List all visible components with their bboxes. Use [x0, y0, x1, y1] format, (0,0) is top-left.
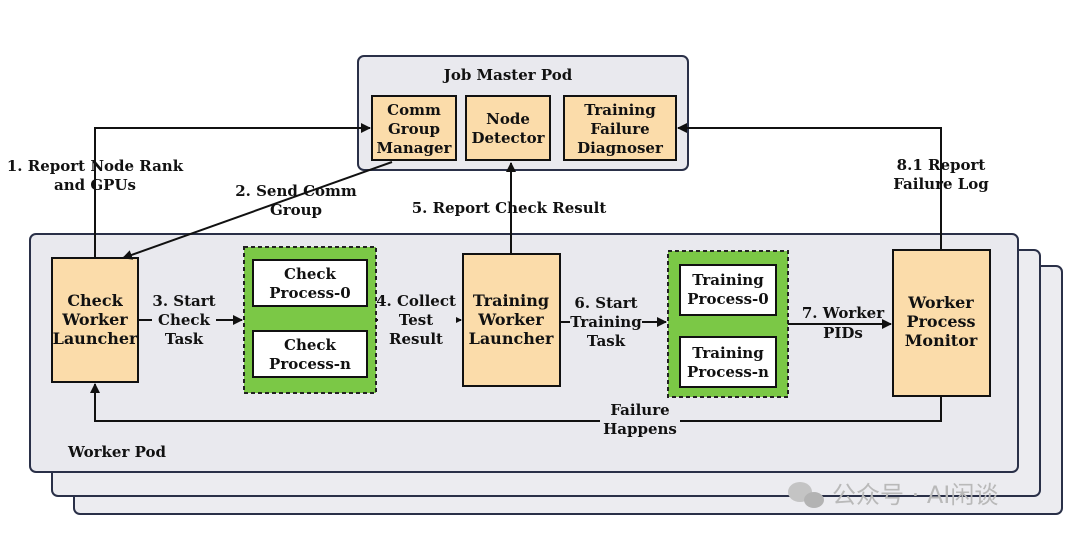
arrow-step2: [122, 161, 393, 260]
worker-process-monitor-line-3: Monitor: [905, 331, 978, 350]
training-failure-diagnoser-line-3: Diagnoser: [577, 139, 664, 157]
comm-group-manager-line-3: Manager: [377, 139, 453, 157]
worker-process-monitor-box: [892, 249, 991, 397]
comm-group-manager-line-1: Comm: [387, 101, 441, 119]
training-process-n-line-2: Process-n: [687, 363, 769, 381]
training-failure-diagnoser-line-1: Training: [584, 101, 656, 119]
node-detector-line-2: Detector: [472, 129, 546, 147]
label-step4-line-2: Test: [399, 311, 433, 329]
training-process-n-box: [679, 336, 777, 388]
label-step5: 5. Report Check Result: [412, 199, 607, 217]
label-step1-line-1: 1. Report Node Rank: [7, 157, 184, 175]
label-step81-line-1: 8.1 Report: [897, 156, 986, 174]
label-step6-bg: [570, 292, 642, 350]
job-master-pod-title: Job Master Pod: [442, 66, 573, 84]
worker-process-monitor-line-1: Worker: [907, 293, 974, 312]
label-step1-line-2: and GPUs: [54, 176, 136, 194]
node-detector-line-1: Node: [486, 110, 530, 128]
check-process-0-box: [252, 259, 368, 307]
node-detector-box: [465, 95, 551, 161]
training-process-0-line-1: Training: [692, 271, 764, 289]
label-step7-line-1: 7. Worker: [802, 304, 885, 322]
label-step3-line-2: Check: [158, 311, 211, 329]
training-worker-launcher-line-2: Worker: [477, 310, 544, 329]
label-step3-line-3: Task: [165, 330, 204, 348]
label-failure-bg: [600, 400, 680, 440]
label-step4-bg: [378, 290, 456, 348]
arrow-step1: [94, 123, 371, 258]
label-step4-line-3: Result: [389, 330, 443, 348]
training-process-0-box: [679, 264, 777, 316]
worker-process-monitor-line-2: Process: [906, 312, 975, 331]
label-step7-line-2: PIDs: [823, 324, 863, 342]
wechat-icon: [788, 482, 824, 508]
label-step2-line-1: 2. Send Comm: [235, 182, 357, 200]
watermark: 公众号 · AI闲谈: [832, 481, 998, 509]
arrow-step81: [677, 123, 942, 250]
check-process-0-line-2: Process-0: [269, 284, 350, 302]
check-process-n-box: [252, 330, 368, 378]
check-process-0-line-1: Check: [284, 265, 337, 283]
training-worker-launcher-line-3: Launcher: [469, 329, 554, 348]
check-process-n-line-2: Process-n: [269, 355, 351, 373]
label-step4-line-1: 4. Collect: [376, 292, 456, 310]
label-step6-line-1: 6. Start: [574, 294, 637, 312]
comm-group-manager-line-2: Group: [388, 120, 440, 138]
label-failure-line-2: Happens: [603, 420, 677, 438]
arrow-failure: [90, 383, 942, 422]
training-worker-launcher-line-1: Training: [473, 291, 549, 310]
check-worker-launcher-line-3: Launcher: [53, 329, 138, 348]
training-worker-launcher-box: [462, 253, 561, 387]
label-step2-line-2: Group: [270, 201, 322, 219]
label-failure-line-1: Failure: [610, 401, 669, 419]
label-step6-line-2: Training: [570, 313, 642, 331]
label-step3-line-1: 3. Start: [152, 292, 215, 310]
label-step81-line-2: Failure Log: [893, 175, 989, 193]
check-worker-launcher-line-2: Worker: [61, 310, 128, 329]
check-process-n-line-1: Check: [284, 336, 337, 354]
training-failure-diagnoser-line-2: Failure: [590, 120, 649, 138]
label-step3-bg: [152, 290, 216, 348]
label-step6-line-3: Task: [587, 332, 626, 350]
comm-group-manager-box: [371, 95, 457, 161]
check-worker-launcher-line-1: Check: [67, 291, 123, 310]
training-failure-diagnoser-box: [563, 95, 677, 161]
training-process-0-line-2: Process-0: [687, 290, 768, 308]
training-process-n-line-1: Training: [692, 344, 764, 362]
worker-pod-title: Worker Pod: [67, 443, 166, 461]
